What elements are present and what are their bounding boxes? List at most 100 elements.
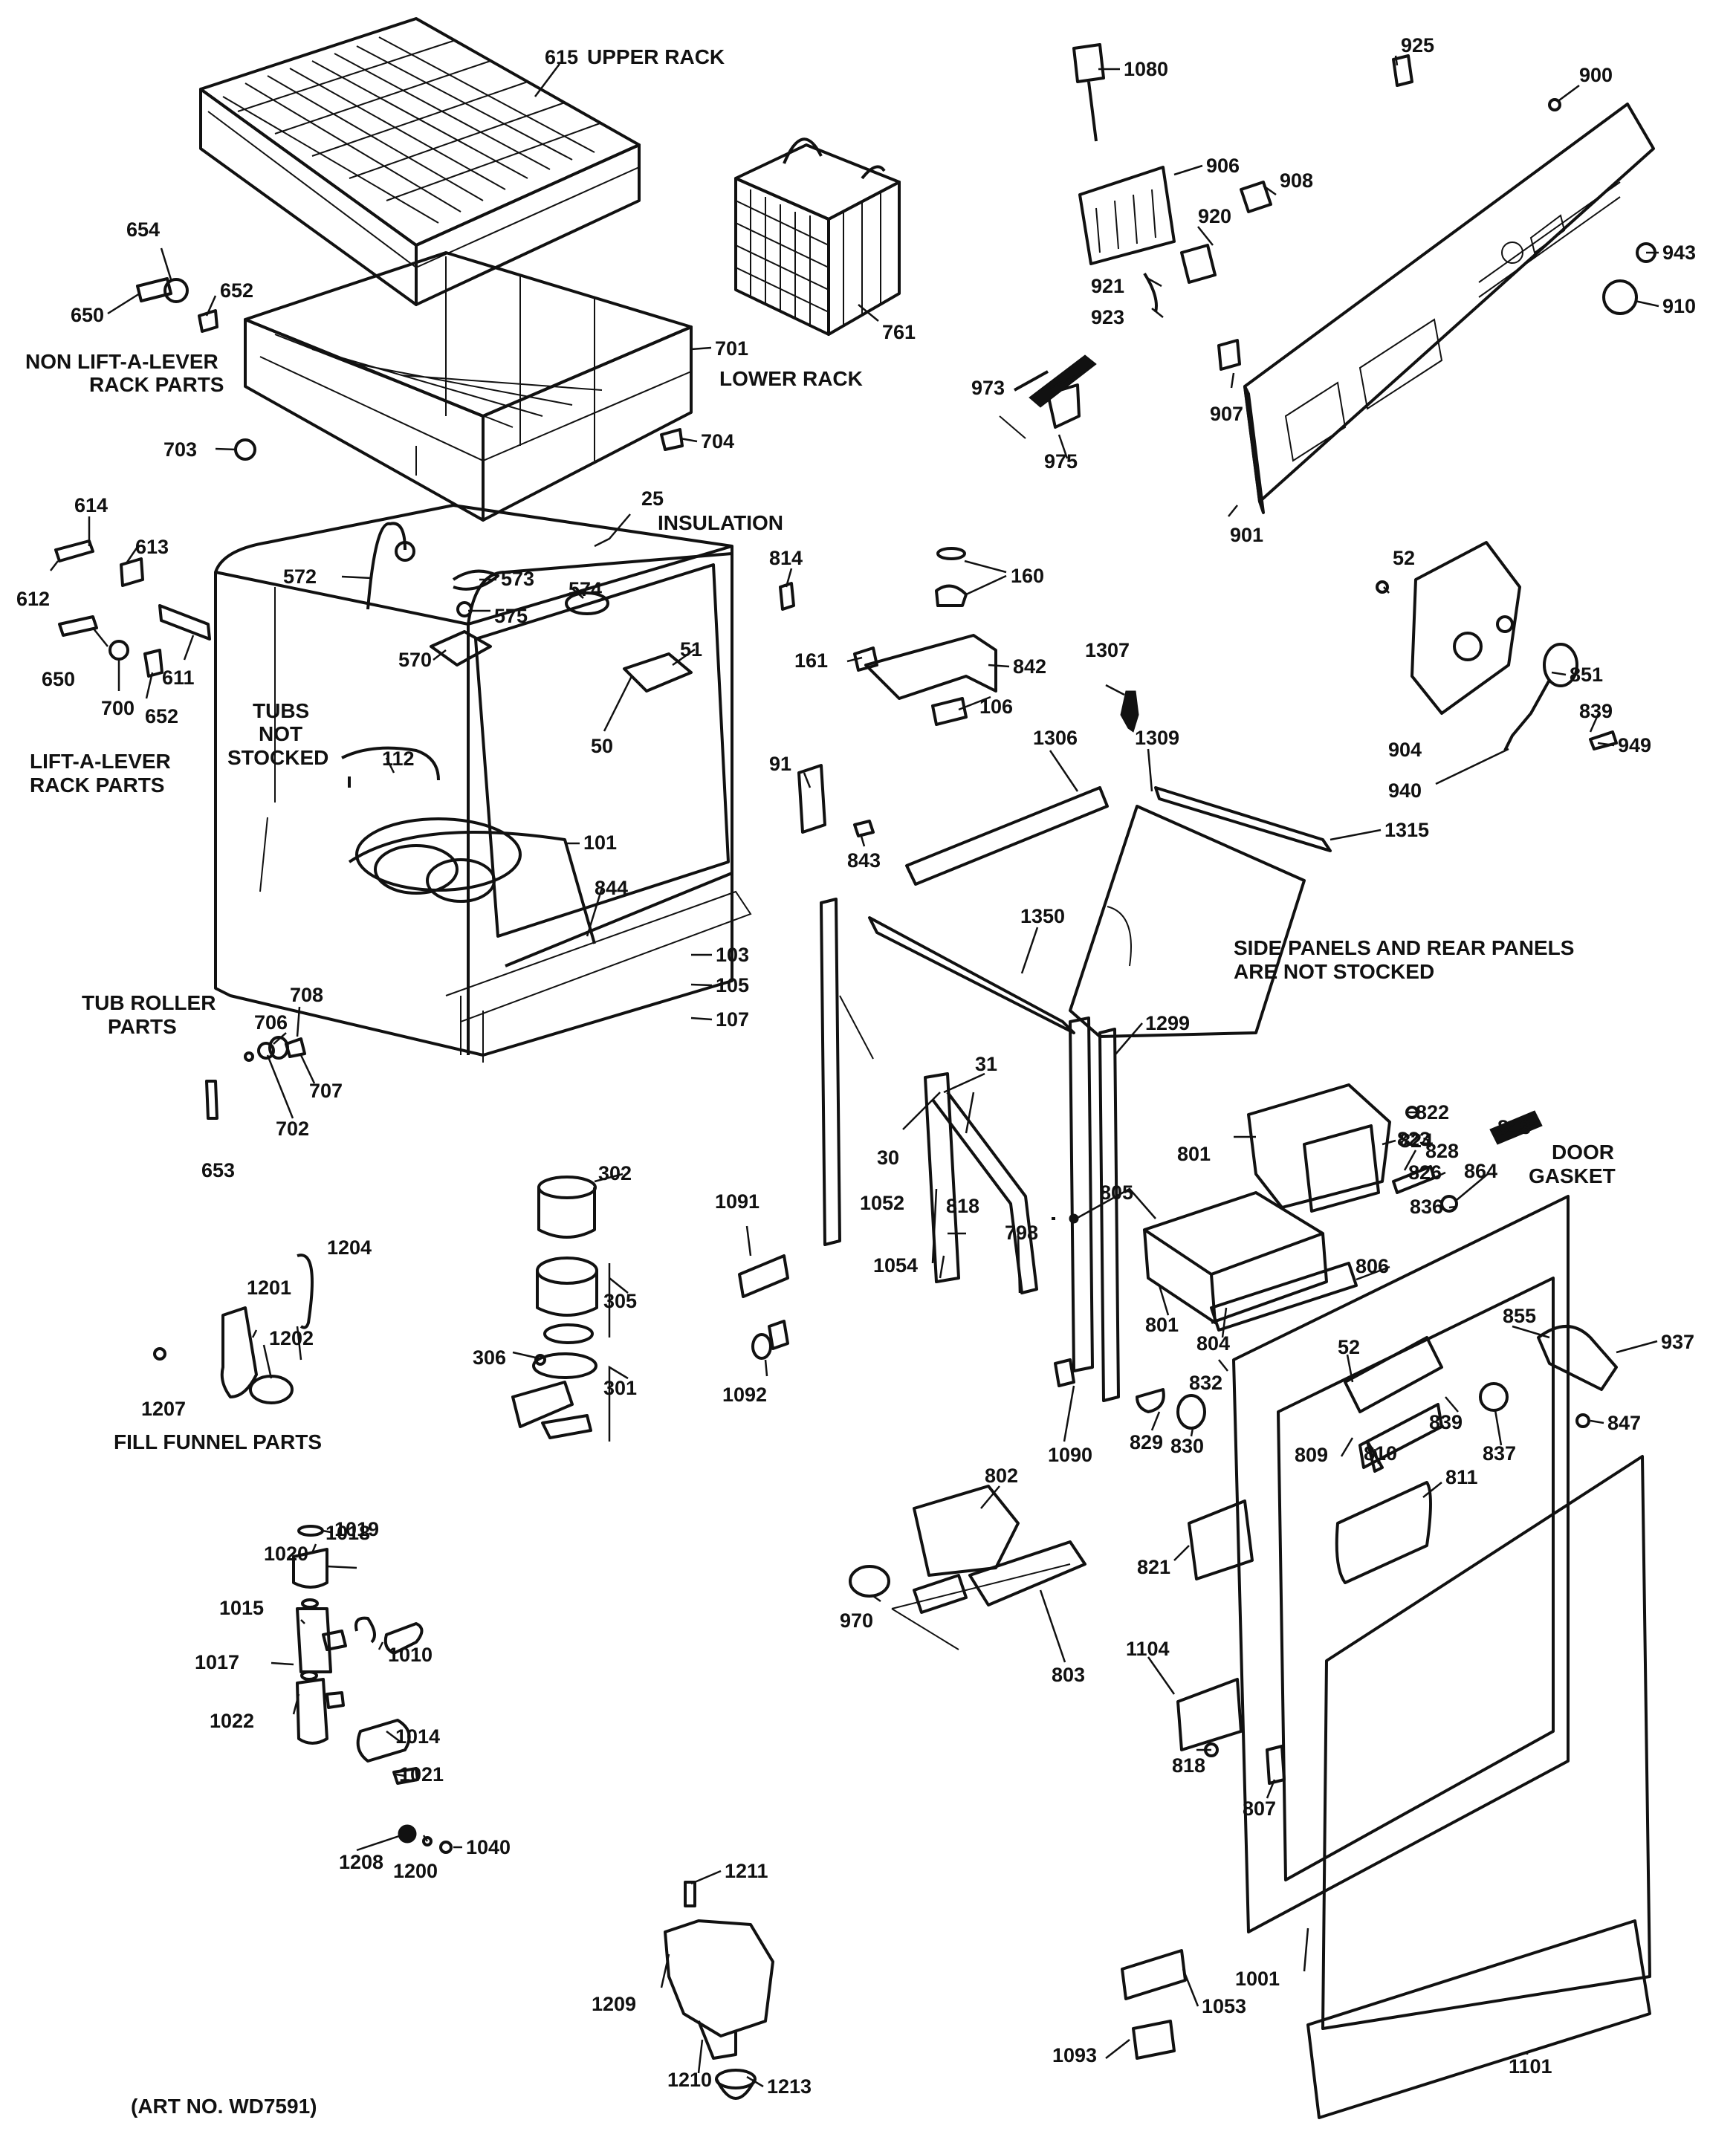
part-label: 103: [716, 944, 749, 966]
part-label: 106: [979, 696, 1013, 718]
part-label: 650: [42, 668, 75, 690]
part-label: 708: [290, 984, 323, 1006]
part-label: 973: [971, 377, 1005, 399]
part-label: 707: [309, 1080, 343, 1102]
part-label: 1091: [715, 1190, 760, 1213]
part-label: 908: [1280, 169, 1313, 192]
part-label: 1053: [1202, 1995, 1246, 2017]
part-label: 836: [1410, 1196, 1443, 1218]
part-label: 821: [1137, 1556, 1170, 1578]
part-label: 949: [1618, 734, 1651, 756]
part-label: 652: [220, 279, 253, 302]
part-label: 52: [1393, 547, 1415, 569]
part-label: 30: [877, 1147, 899, 1169]
part-label: 814: [769, 547, 803, 569]
part-label: 1092: [722, 1384, 767, 1406]
part-label: 842: [1013, 655, 1046, 678]
top-small-parts-drawing: [999, 43, 1656, 439]
part-label: 107: [716, 1008, 749, 1031]
part-label: 614: [74, 494, 108, 516]
part-label: 1309: [1135, 727, 1179, 749]
part-label: 652: [145, 705, 178, 727]
part-label: 611: [162, 667, 195, 689]
part-label: 1080: [1124, 58, 1168, 80]
part-label: 904: [1388, 739, 1422, 761]
caption-non-lift-1: NON LIFT-A-LEVER: [25, 350, 218, 373]
part-label: 855: [1503, 1305, 1536, 1327]
part-label: 302: [598, 1162, 632, 1184]
part-label: 940: [1388, 779, 1422, 802]
part-label: 970: [840, 1609, 873, 1632]
part-label: 1350: [1020, 905, 1065, 927]
transformer-drawing: [1247, 1083, 1543, 1213]
part-label: 823: [1397, 1128, 1431, 1150]
part-label: 802: [985, 1465, 1018, 1487]
part-label: 700: [101, 697, 135, 719]
part-label: 570: [398, 649, 432, 671]
part-label: 1052: [860, 1192, 904, 1214]
part-label: 1207: [141, 1398, 186, 1420]
part-label: 1015: [219, 1597, 264, 1619]
part-label: 654: [126, 218, 160, 241]
part-label: 31: [975, 1053, 997, 1075]
part-label: 803: [1052, 1664, 1085, 1686]
part-label: 701: [715, 337, 748, 360]
part-label: 1001: [1235, 1968, 1280, 1990]
part-label: 650: [71, 304, 104, 326]
part-label: 901: [1230, 524, 1263, 546]
caption-insulation: INSULATION: [658, 511, 783, 534]
part-label: 1209: [592, 1993, 636, 2015]
part-label: 807: [1243, 1797, 1276, 1820]
door-drawing: [1176, 1195, 1651, 2119]
part-label: 847: [1607, 1412, 1641, 1434]
bracket-drawing: [779, 547, 1139, 837]
part-label: 1306: [1033, 727, 1078, 749]
caption-tubs-3: STOCKED: [227, 746, 328, 769]
door-frame-drawing: [820, 898, 1120, 1402]
part-label: 653: [201, 1159, 235, 1181]
part-label: 844: [595, 877, 628, 899]
part-label: 906: [1206, 155, 1240, 177]
part-label: 575: [494, 605, 528, 627]
part-label: 864: [1464, 1160, 1497, 1182]
part-label: 826: [1408, 1161, 1442, 1184]
caption-tubs-1: TUBS: [253, 699, 309, 722]
part-label: 612: [16, 588, 50, 610]
part-label: 301: [603, 1377, 637, 1399]
caption-non-lift-2: RACK PARTS: [89, 373, 224, 396]
part-label: 1010: [388, 1644, 433, 1666]
part-label: 101: [583, 831, 617, 854]
part-label: 1104: [1126, 1638, 1170, 1660]
caption-lift-2: RACK PARTS: [30, 774, 164, 797]
part-label: 1315: [1384, 819, 1429, 841]
part-label: 702: [276, 1118, 309, 1140]
part-label: 1040: [466, 1836, 511, 1858]
door-latch-drawing: [1376, 541, 1618, 751]
part-label: 921: [1091, 275, 1124, 297]
part-label: 1307: [1085, 639, 1130, 661]
part-label: 704: [701, 430, 734, 453]
lower-rack-drawing: [244, 251, 693, 522]
timer-drawing: [849, 1485, 1086, 1650]
part-label: 809: [1295, 1444, 1328, 1466]
leader-lines: [50, 55, 1659, 2088]
silverware-basket-drawing: [734, 137, 901, 336]
part-label: 851: [1570, 664, 1603, 686]
part-label: 52: [1338, 1336, 1360, 1358]
part-label: 822: [1416, 1101, 1449, 1124]
part-label: 1202: [269, 1327, 314, 1349]
pump-drawing: [511, 1176, 598, 1439]
part-label: 1201: [247, 1277, 291, 1299]
caption-lower-rack: LOWER RACK: [719, 367, 863, 390]
caption-side-panels-2: ARE NOT STOCKED: [1234, 960, 1434, 983]
part-label: 810: [1364, 1442, 1397, 1465]
caption-art-no: (ART NO. WD7591): [131, 2095, 317, 2118]
part-label: 1200: [393, 1860, 438, 1882]
caption-tub-roller-2: PARTS: [108, 1015, 177, 1038]
captions: UPPER RACK LOWER RACK INSULATION NON LIF…: [25, 45, 1616, 2118]
part-label: 1213: [767, 2075, 812, 2098]
part-label: 703: [163, 438, 197, 461]
part-label: 832: [1189, 1372, 1222, 1394]
part-label: 801: [1145, 1314, 1179, 1336]
